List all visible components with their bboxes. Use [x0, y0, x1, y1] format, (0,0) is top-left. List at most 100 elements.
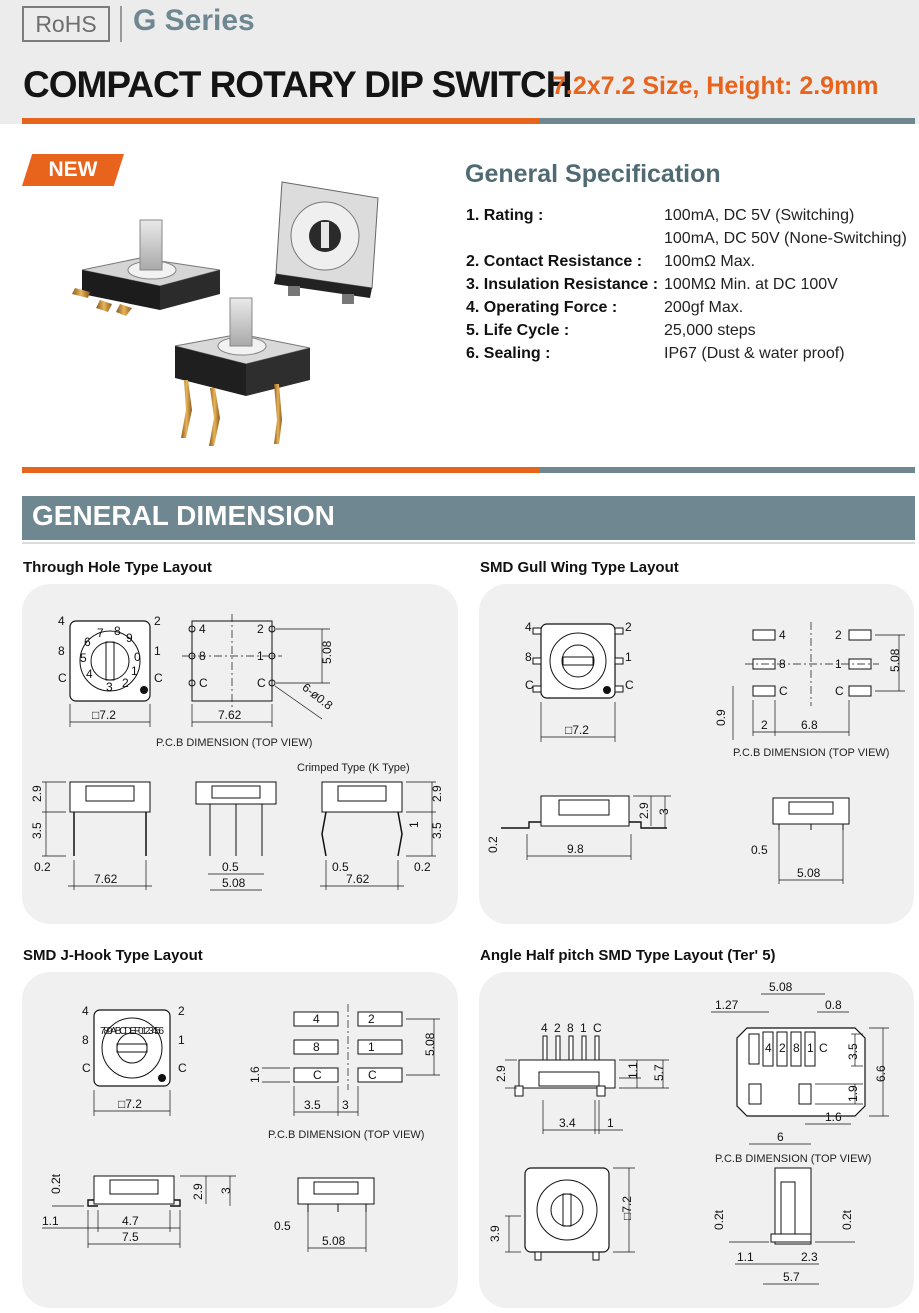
pin-label: 1: [807, 1041, 814, 1055]
dim-crimp-thickness: 0.2: [414, 860, 431, 874]
dim-pin-pitch: 5.08: [222, 876, 246, 890]
pcb-caption: P.C.B DIMENSION (TOP VIEW): [268, 1129, 424, 1141]
pin-label: C: [819, 1041, 828, 1055]
pcb-caption: P.C.B DIMENSION (TOP VIEW): [156, 737, 312, 749]
spec-value: 25,000 steps: [664, 322, 756, 339]
dim-body: 5.7: [652, 1064, 666, 1081]
dial-number: 1: [131, 664, 138, 678]
spec-title: General Specification: [465, 160, 721, 188]
pin-label: C: [779, 684, 788, 698]
pin-label: 4: [525, 620, 532, 634]
pin-label: 1: [625, 650, 632, 664]
section-banner-underline: [22, 542, 915, 544]
dim-thickness-right: 0.2t: [840, 1209, 854, 1230]
spec-list: 1. Rating : 100mA, DC 5V (Switching) 100m…: [466, 204, 916, 365]
spec-label: 1. Rating :: [466, 207, 544, 224]
dim-pad-width: 3.5: [304, 1098, 321, 1112]
dial-number: 2: [122, 676, 129, 690]
dim-pin-width: 0.5: [222, 860, 239, 874]
pin-label: C: [199, 676, 208, 690]
spec-row: 100mA, DC 50V (None-Switching): [466, 227, 916, 250]
section-rule: [22, 467, 915, 473]
dim-thickness: 0.2: [486, 836, 500, 853]
gull-wing-panel: 4 2 8 1 C C □7.2 4 2 8 1 C C 5.08 0.9 2 …: [479, 584, 914, 924]
pin-label: 4: [765, 1041, 772, 1055]
pin-label: 8: [525, 650, 532, 664]
pin-label: 1: [580, 1021, 587, 1035]
dim-height: 2.9: [637, 802, 651, 819]
pin-label: C: [154, 671, 163, 685]
header-rule: [22, 118, 915, 124]
dim-mount-span: 6: [777, 1130, 784, 1144]
pin-label: 2: [257, 622, 264, 636]
spec-row: 6. Sealing :IP67 (Dust & water proof): [466, 342, 916, 365]
angle-label: Angle Half pitch SMD Type Layout (Ter' 5…: [480, 947, 776, 964]
gull-wing-label: SMD Gull Wing Type Layout: [480, 559, 679, 576]
dim-lift: 1.1: [626, 1062, 640, 1079]
header-divider: [120, 6, 122, 42]
dim-pad: 0.9: [714, 709, 728, 726]
spec-value: IP67 (Dust & water proof): [664, 345, 845, 362]
dial-number: 3: [106, 680, 113, 694]
pin-label: 1: [368, 1040, 375, 1054]
pin-label: 4: [58, 614, 65, 628]
dim-size: □7.2: [92, 708, 116, 722]
pin-label: 1: [178, 1033, 185, 1047]
dim-size: □7.2: [118, 1097, 142, 1111]
dial-number: 4: [86, 667, 93, 681]
pin-label: 8: [567, 1021, 574, 1035]
page-title: COMPACT ROTARY DIP SWITCH: [23, 64, 572, 105]
pin-label: 4: [541, 1021, 548, 1035]
dim-thickness: 0.2t: [49, 1173, 63, 1194]
dim-hook: 1.1: [42, 1214, 59, 1228]
dim-crimp-pin: 0.5: [332, 860, 349, 874]
series-label: G Series: [133, 4, 255, 37]
dim-thickness-left: 0.2t: [712, 1209, 726, 1230]
dim-crimp-leg: 3.5: [430, 822, 444, 839]
pin-label: C: [313, 1068, 322, 1082]
pin-label: 2: [625, 620, 632, 634]
pin-label: 8: [779, 657, 786, 671]
spec-label: 3. Insulation Resistance :: [466, 276, 659, 293]
dim-leg: 3.5: [30, 822, 44, 839]
dial-number: 5: [80, 651, 87, 665]
dim-mount-width: 1.6: [825, 1110, 842, 1124]
dim-pin-pitch: 5.08: [797, 866, 821, 880]
dim-span: 7.5: [122, 1230, 139, 1244]
jhook-drawing: 789ABCDEF0123456 4 2 8 1 C C □7.2 4 2 8 …: [42, 1004, 440, 1252]
spec-row: 2. Contact Resistance : 100mΩ Max.: [466, 250, 916, 273]
section-banner-title: GENERAL DIMENSION: [32, 500, 335, 531]
pin-label: C: [625, 678, 634, 692]
header-band: [0, 0, 919, 124]
dim-right: 2.3: [801, 1250, 818, 1264]
spec-value: 200gf Max.: [664, 299, 744, 316]
dial-number: 9: [126, 631, 133, 645]
switch-through-hole: [174, 297, 311, 446]
spec-value: 100MΩ Min. at DC 100V: [664, 276, 838, 293]
pin-label: 8: [82, 1033, 89, 1047]
spec-value: 100mΩ Max.: [664, 253, 756, 270]
dim-pitch-vertical: 5.08: [888, 648, 902, 672]
pin-label: 2: [835, 628, 842, 642]
product-photo: [72, 181, 379, 446]
spec-value: 100mA, DC 5V (Switching): [664, 207, 855, 224]
new-badge: NEW: [22, 154, 124, 186]
pin-label: C: [178, 1061, 187, 1075]
pin-label: 2: [178, 1004, 185, 1018]
through-hole-drawing: 4 2 8 1 C C 7 8 9 6 5 4 3 2 1 0 □7.2 4 2…: [30, 614, 444, 891]
pin-label: C: [257, 676, 266, 690]
pin-label: 1: [154, 644, 161, 658]
dim-pad-length: 3.5: [846, 1043, 860, 1060]
spec-row: 1. Rating : 100mA, DC 5V (Switching): [466, 204, 916, 227]
dim-pin-span: 3.4: [559, 1116, 576, 1130]
dim-crimp-span: 7.62: [346, 872, 370, 886]
dim-end-span: 5.7: [783, 1270, 800, 1284]
dim-inner: 4.7: [122, 1214, 139, 1228]
dim-total-height: 3: [219, 1187, 233, 1194]
pcb-caption: P.C.B DIMENSION (TOP VIEW): [733, 747, 889, 759]
section-banner: GENERAL DIMENSION: [22, 496, 915, 540]
dial-number: 8: [114, 624, 121, 638]
spec-label: 2. Contact Resistance :: [466, 253, 643, 270]
switch-gull-wing: [72, 219, 221, 316]
dim-pad-width: 0.8: [825, 998, 842, 1012]
